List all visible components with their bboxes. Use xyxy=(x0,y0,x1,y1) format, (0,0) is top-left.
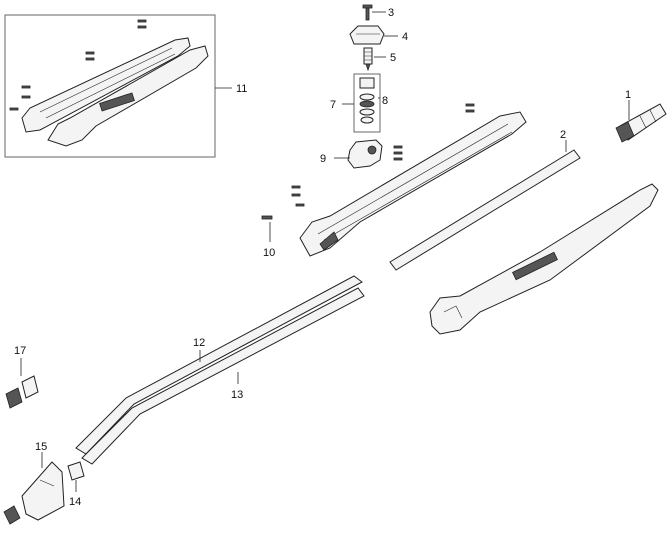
part-12-13-tubes xyxy=(75,275,365,465)
callout-11: 11 xyxy=(236,83,247,95)
callout-13: 13 xyxy=(231,389,243,401)
callout-5: 5 xyxy=(390,52,396,64)
part-1-nozzle xyxy=(615,103,667,143)
callout-17: 17 xyxy=(14,345,26,357)
part-5-valve-stem xyxy=(363,47,373,72)
callout-7: 7 xyxy=(330,99,336,111)
part-14-spacer xyxy=(67,461,85,481)
callout-14: 14 xyxy=(69,496,81,508)
part-3-screw xyxy=(362,4,373,21)
callout-4: 4 xyxy=(402,31,408,43)
part-2-tube xyxy=(389,149,581,271)
callout-15: 15 xyxy=(35,441,47,453)
inset-box-part-11 xyxy=(4,14,216,158)
part-15-handle-clamp xyxy=(3,461,65,525)
part-17-couplers xyxy=(5,375,39,409)
callout-1: 1 xyxy=(625,89,631,101)
callout-8: 8 xyxy=(382,95,388,107)
callout-2: 2 xyxy=(560,129,566,141)
lower-handle-grip xyxy=(429,183,659,335)
callout-9: 9 xyxy=(320,153,326,165)
main-handle-screws xyxy=(261,103,475,220)
part-7-8-seal-stack xyxy=(353,73,381,133)
callout-12: 12 xyxy=(193,337,205,349)
part-4-knob xyxy=(349,25,385,45)
main-handle-left-half xyxy=(299,111,527,257)
part-9-valve-body xyxy=(347,139,383,169)
callout-10: 10 xyxy=(263,247,275,259)
callout-3: 3 xyxy=(388,7,394,19)
